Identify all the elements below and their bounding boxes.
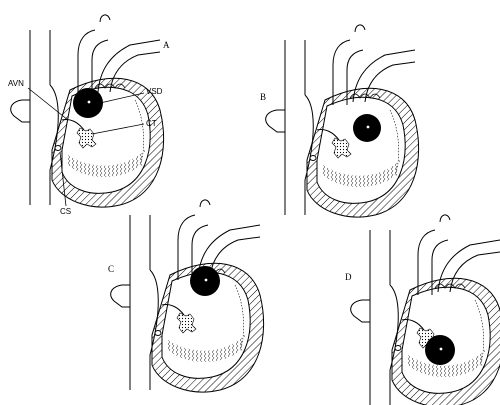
- atrial-wall: [304, 94, 314, 181]
- trabeculations: [168, 335, 245, 363]
- trabeculations-edge: [134, 99, 144, 166]
- conduction-axis: [161, 304, 185, 316]
- vena-cava: [29, 30, 51, 205]
- cs-leader: [59, 151, 67, 207]
- conduction-tissue: [331, 137, 352, 159]
- vsd-highlight: [204, 278, 208, 282]
- coronary-sinus-ostium: [54, 145, 62, 151]
- valve-cusps: [94, 83, 126, 89]
- valve-cusps: [349, 93, 381, 99]
- atrial-wall: [49, 84, 59, 171]
- vsd-highlight: [439, 347, 443, 351]
- valve-cusps: [434, 283, 466, 289]
- vena-cava: [369, 230, 391, 405]
- conduction-tissue: [176, 312, 197, 334]
- trabeculations-edge: [234, 284, 244, 351]
- vessel-hook: [354, 24, 366, 33]
- vsd-leader: [99, 92, 145, 104]
- pulmonary-trunk: [352, 49, 416, 103]
- conduction-axis: [61, 119, 85, 131]
- vessel-stub: [110, 284, 130, 308]
- label-avn: AVN: [8, 79, 24, 88]
- atrial-wall: [389, 284, 399, 371]
- panel-d: [350, 214, 500, 405]
- vsd-defect: [353, 114, 381, 142]
- vessel-stub: [350, 299, 370, 323]
- conduction-axis: [401, 319, 425, 331]
- vsd-highlight: [87, 100, 91, 104]
- atrial-wall: [149, 269, 159, 356]
- trabeculations: [68, 150, 145, 178]
- panel-c: [110, 199, 265, 393]
- ct-leader: [91, 123, 145, 135]
- pulmonary-trunk: [437, 239, 500, 293]
- trabeculations: [323, 160, 400, 188]
- label-ct: CT: [146, 119, 157, 128]
- avn-leader: [27, 87, 69, 121]
- coronary-sinus-ostium: [154, 330, 162, 336]
- vessel-hook: [99, 14, 111, 23]
- trabeculations: [408, 350, 485, 378]
- ventricle-chamber: [316, 96, 406, 204]
- vessel-stub: [265, 109, 285, 133]
- vena-cava: [284, 40, 306, 215]
- panel-a: [10, 14, 165, 208]
- trabeculations-edge: [474, 299, 484, 366]
- coronary-sinus-ostium: [309, 155, 317, 161]
- pulmonary-trunk: [97, 39, 161, 93]
- panel-letter-c: C: [108, 264, 114, 274]
- vsd-defect: [425, 335, 455, 365]
- vessel-hook: [439, 214, 451, 223]
- aorta: [77, 29, 109, 95]
- label-cs: CS: [60, 207, 71, 216]
- panel-letter-d: D: [345, 272, 352, 282]
- vsd-highlight: [366, 125, 370, 129]
- label-vsd: VSD: [146, 87, 163, 96]
- aorta: [177, 214, 209, 280]
- panel-b: [265, 24, 420, 218]
- vsd-defect: [190, 266, 220, 296]
- conduction-tissue: [76, 127, 97, 149]
- conduction-axis: [316, 129, 340, 141]
- aorta: [332, 39, 364, 105]
- vessel-hook: [199, 199, 211, 208]
- vena-cava: [129, 215, 151, 390]
- panel-letter-b: B: [260, 92, 266, 102]
- vessel-stub: [10, 99, 30, 123]
- coronary-sinus-ostium: [394, 345, 402, 351]
- panel-letter-a: A: [163, 40, 170, 50]
- vsd-defect: [73, 88, 103, 118]
- aorta: [417, 229, 449, 295]
- trabeculations-edge: [389, 109, 399, 176]
